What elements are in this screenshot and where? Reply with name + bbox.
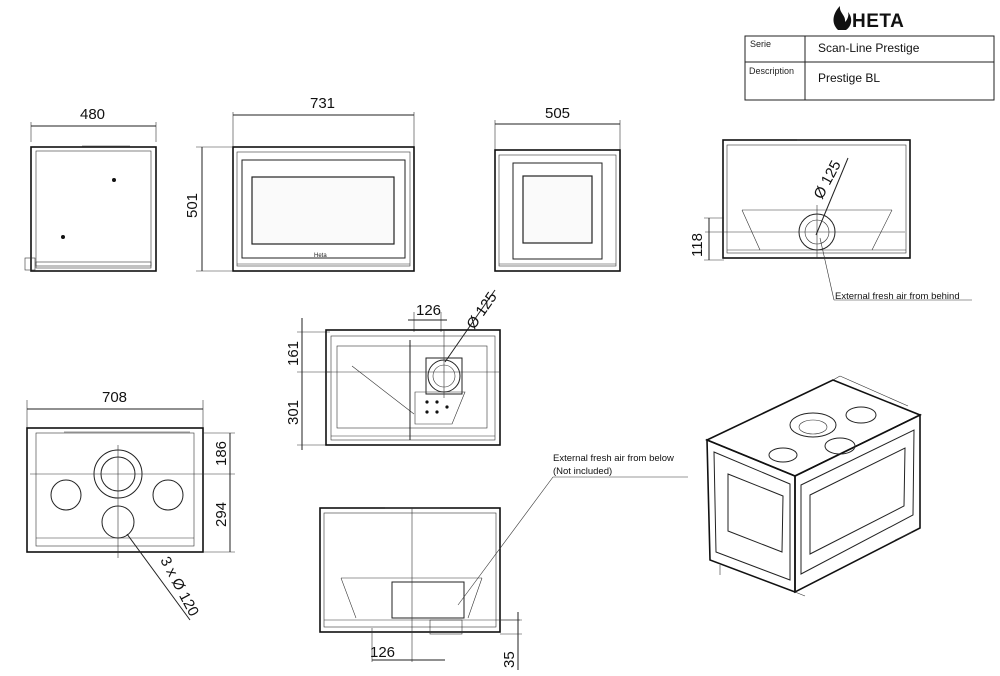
section-view: 126 Ø 125 161 301: [285, 289, 501, 450]
dim-bottom-holes: 3 x Ø 120: [156, 554, 202, 619]
isometric-view: [705, 375, 922, 597]
dim-top-outlet-height: 118: [689, 233, 706, 257]
note-air-below-line2: (Not included): [553, 466, 612, 477]
bottom-view: 708 186 294 3 x Ø 120: [26, 389, 235, 621]
dim-section-161: 161: [285, 341, 302, 366]
dim-section-125: Ø 125: [463, 289, 500, 332]
dim-front-width: 731: [310, 95, 335, 112]
brand-name: HETA: [852, 11, 904, 32]
dim-side-width: 480: [80, 106, 105, 123]
description-label: Description: [749, 66, 794, 76]
note-air-below-line1: External fresh air from below: [553, 453, 674, 464]
dim-bottom-294: 294: [213, 502, 230, 527]
side-view: 480: [24, 106, 157, 272]
dim-front-height: 501: [184, 193, 201, 218]
dim-section-301: 301: [285, 400, 302, 425]
back-view: 505: [494, 105, 621, 272]
serie-label: Serie: [750, 39, 771, 49]
description-value: Prestige BL: [818, 71, 880, 85]
top-outlet-view: Ø 125 118 External fresh air from behind: [689, 139, 972, 302]
dim-section-126: 126: [416, 302, 441, 319]
serie-value: Scan-Line Prestige: [818, 41, 920, 55]
title-block: Serie Scan-Line Prestige Description Pre…: [744, 35, 995, 101]
dim-back-width: 505: [545, 105, 570, 122]
svg-text:Heta: Heta: [314, 253, 327, 259]
dim-bottom-width: 708: [102, 389, 127, 406]
front-view: 731 501 Heta: [184, 95, 415, 272]
dim-bottom-186: 186: [213, 441, 230, 466]
lower-front-view: 126 35: [319, 507, 522, 670]
note-air-below: External fresh air from below (Not inclu…: [457, 453, 688, 606]
dim-top-outlet-diameter: Ø 125: [811, 158, 845, 202]
dim-lower-126: 126: [370, 644, 395, 661]
dim-lower-35: 35: [501, 651, 518, 668]
flame-icon: [833, 6, 852, 30]
brand-logo: HETA: [833, 6, 904, 32]
note-air-behind: External fresh air from behind: [835, 291, 960, 302]
